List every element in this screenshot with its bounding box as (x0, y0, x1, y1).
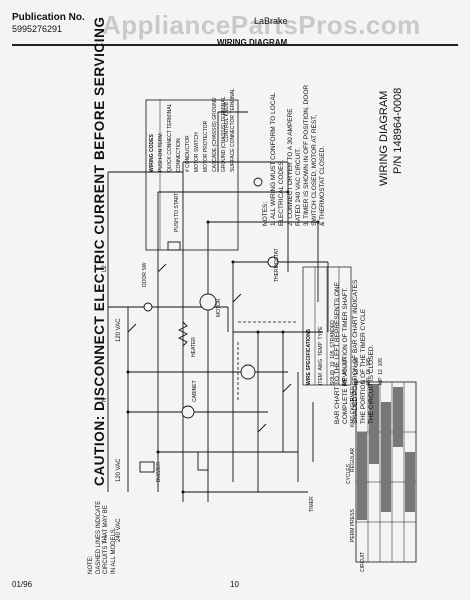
side-title-wiring-diagram: WIRING DIAGRAM (378, 90, 390, 186)
page-header: AppliancePartsPros.com Publication No. 5… (12, 10, 458, 47)
wire-spec-table (302, 266, 352, 386)
wire-spec-row: MP 12 105 (378, 358, 384, 385)
shaded-portion-note: SHADED PORTION OF BAR CHART INDICATES TH… (352, 279, 375, 424)
publication-label: Publication No. (12, 12, 85, 23)
label-perm-press: PERM PRESS (350, 509, 356, 542)
label-cycles: CYCLES (346, 463, 352, 484)
label-door-switch: DOOR SW (142, 262, 148, 287)
label-240vac: 240 VAC (116, 518, 122, 542)
wiring-schematic: 240 VAC 120 VAC 120 VAC L1 L2 N TIMER MO… (102, 99, 417, 572)
label-motor: MOTOR (216, 298, 222, 317)
label-knit: KNIT CYCLE (350, 397, 356, 427)
label-thermostat: THERMOSTAT (274, 248, 280, 282)
notes-block: NOTES: 1. ALL WIRING MUST CONFORM TO LOC… (262, 85, 328, 226)
label-regular: REGULAR (350, 447, 356, 472)
brand-name: LaBrake (254, 16, 288, 26)
label-control-knob: CONTROL KNOB (224, 102, 230, 142)
wiring-code-item: MOTOR SWITCH (194, 132, 200, 172)
page-number: 10 (230, 580, 239, 589)
wiring-code-item: MOTOR PROTECTOR (203, 120, 209, 172)
footer-date: 01/96 (12, 580, 33, 589)
label-push-to-start: PUSH TO START (174, 193, 180, 232)
wiring-code-item: # CONDUCTOR (185, 135, 191, 172)
label-120vac-a: 120 VAC (116, 458, 122, 482)
wiring-codes-title: WIRING CODES (149, 134, 155, 172)
note-line-1: 1. ALL WIRING MUST CONFORM TO LOCAL (270, 92, 278, 226)
wiring-code-item: SURFACE CONNECTOR TERMINAL (230, 88, 236, 172)
wiring-code-item: QUICK CONNECT TERMINAL (167, 103, 173, 172)
bar-chart-note: BAR CHART TO THE LEFT REPRESENTS ONE COM… (334, 282, 349, 424)
caution-banner: CAUTION: DISCONNECT ELECTRIC CURRENT BEF… (92, 16, 107, 486)
label-l2: L2 (102, 265, 108, 272)
label-l1: L1 (102, 535, 108, 542)
note-line-4: RATED 240 VAC CIRCUIT. (294, 147, 302, 226)
notes-heading: NOTES: (262, 201, 269, 226)
wiring-code-item: CASCADE (CHASSIS) GROUND (212, 97, 218, 172)
label-120vac-b: 120 VAC (116, 318, 122, 342)
wiring-codes-list: WIRING CODES PUSH-ON TERM. QUICK CONNECT… (148, 88, 238, 172)
wiring-code-item: GROUND (CHASSIS) TERMINAL (221, 96, 227, 172)
dashed-lines-note: NOTE: DASHED LINES INDICATE CIRCUITS THA… (88, 500, 117, 574)
label-heater: HEATER (191, 337, 197, 357)
wiring-code-item: PUSH-ON TERM. (158, 132, 164, 172)
wire-spec-title: WIRE SPECIFICATIONS (306, 328, 312, 385)
label-timed: TIMED (350, 386, 356, 402)
label-circuit: CIRCUIT (360, 552, 366, 572)
note-line-2: ELECTRICAL CODES. (278, 159, 286, 226)
note-line-5: 3. TIMER IS SHOWN IN OFF POSITION, DOOR (303, 84, 311, 226)
side-title-part-number: P/N 148964-0008 (392, 87, 404, 174)
watermark: AppliancePartsPros.com (102, 10, 421, 40)
wiring-codes-box (145, 99, 239, 251)
wiring-code-item: CONNECTION (176, 138, 182, 172)
header-rule (12, 44, 458, 46)
publication-number: 5995276291 (12, 24, 63, 34)
label-buzzer: BUZZER (156, 462, 162, 482)
timer-cycle-chart: CIRCUIT CYCLES PERM PRESS REGULAR KNIT C… (346, 381, 417, 572)
note-line-6: SWITCH CLOSED, MOTOR AT REST, (311, 114, 319, 226)
note-line-3: 2. CONNECT DRYER TO A 30 AMPERE (286, 108, 294, 226)
diagram-title: WIRING DIAGRAM (217, 38, 288, 47)
label-cabinet: CABINET (192, 380, 198, 402)
wire-spec-header: ITEM AWG TEMP TYPE (318, 326, 324, 385)
note-line-7: & THERMOSTAT CLOSED. (319, 145, 327, 226)
label-n: N (102, 398, 108, 402)
label-timer: TIMER (309, 496, 315, 512)
